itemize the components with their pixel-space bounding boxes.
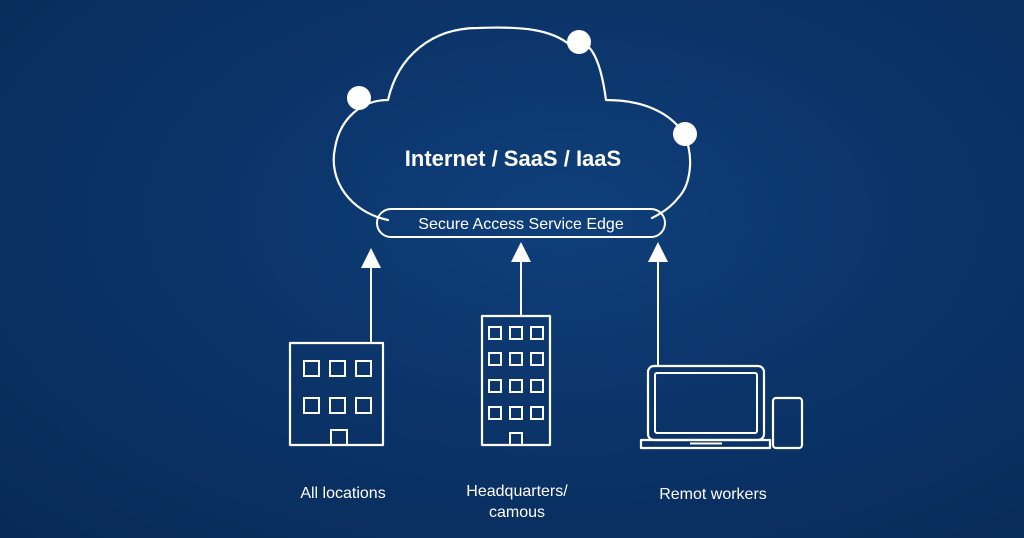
cloud-node-dot: [673, 122, 697, 146]
label-headquarters-line2: camous: [489, 504, 545, 521]
cloud-node-dot: [347, 86, 371, 110]
label-all-locations: All locations: [300, 485, 385, 502]
cloud-outline: [332, 26, 692, 222]
laptop-icon: [639, 364, 772, 450]
phone-icon: [771, 396, 804, 450]
label-remote-workers: Remot workers: [659, 486, 767, 503]
office-building-icon: [288, 341, 385, 447]
sase-edge-label: Secure Access Service Edge: [418, 216, 624, 233]
label-headquarters-line1: Headquarters/: [466, 483, 568, 500]
sase-edge-pill: [376, 208, 666, 238]
cloud-title: Internet / SaaS / IaaS: [405, 146, 621, 171]
cloud-node-dot: [567, 30, 591, 54]
headquarters-tower-icon: [480, 314, 552, 447]
